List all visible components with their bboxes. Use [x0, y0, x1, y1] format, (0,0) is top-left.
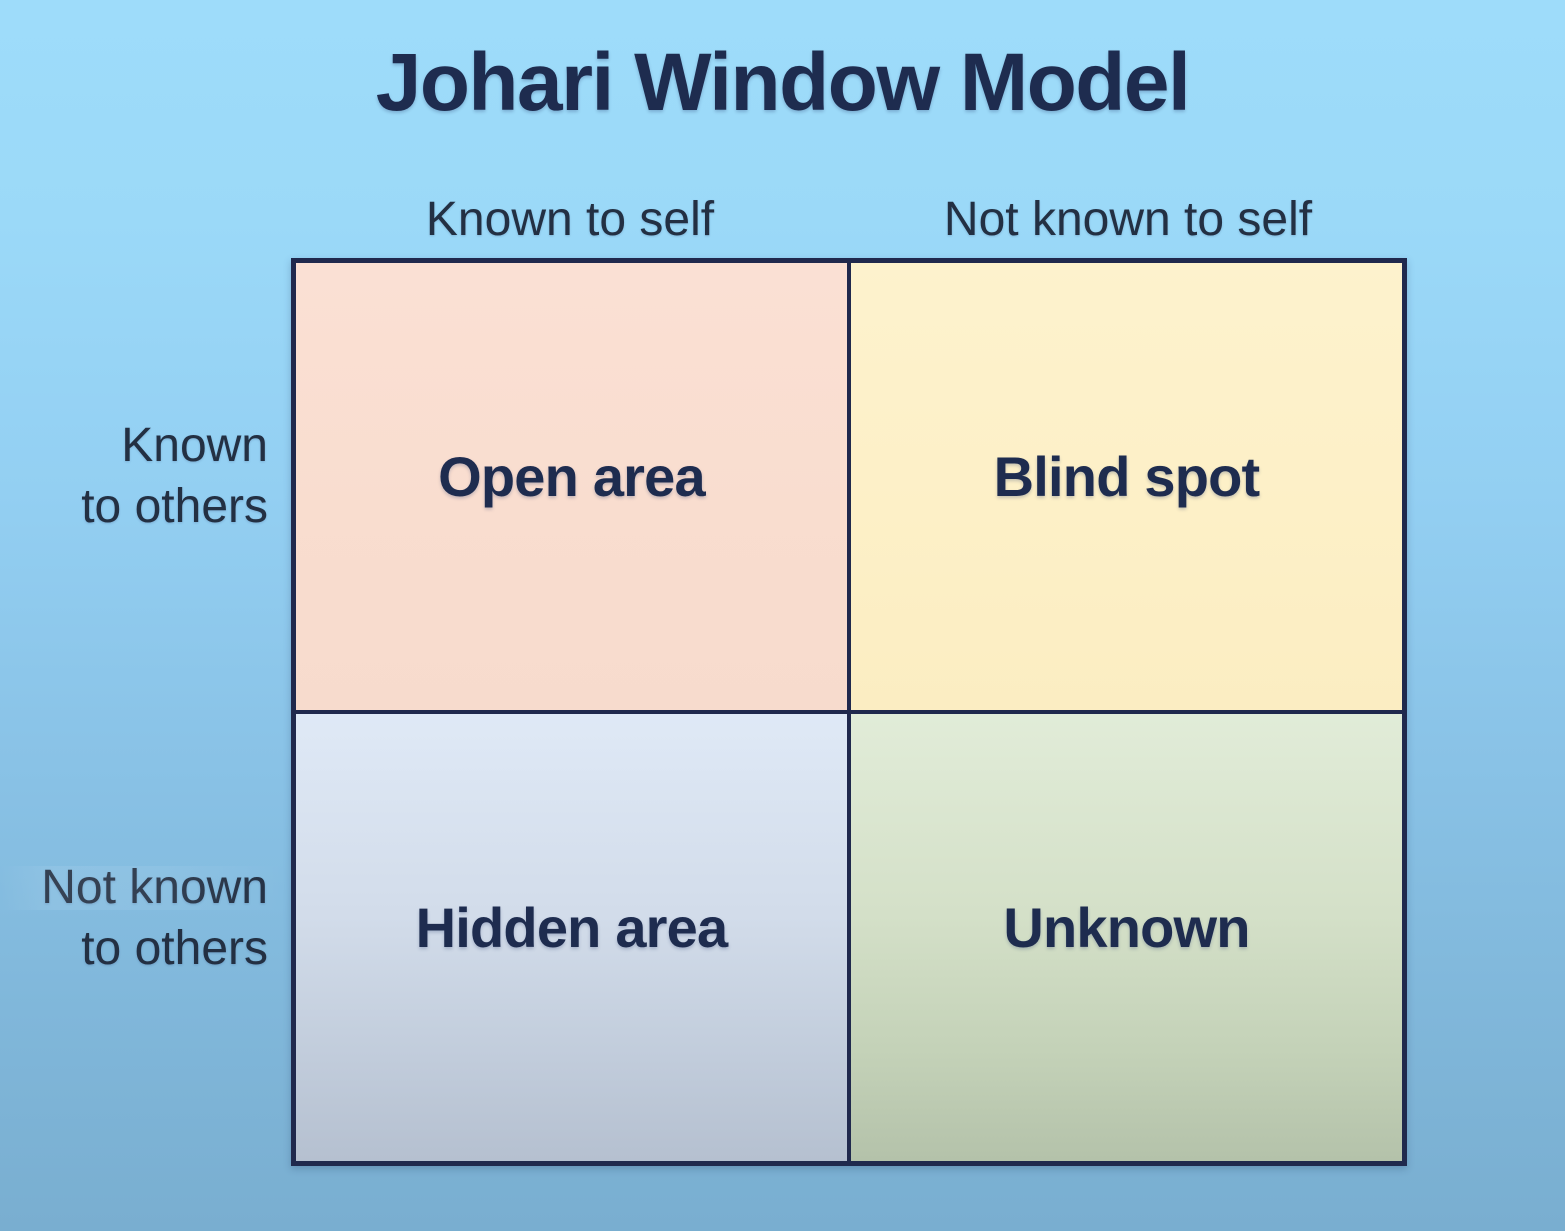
row-header-not-known-to-others: Not known to others: [0, 857, 268, 980]
row-header-known-to-others-line2: to others: [81, 480, 268, 534]
quadrant-hidden-area-label: Hidden area: [415, 896, 729, 959]
quadrant-unknown[interactable]: Unknown: [851, 714, 1402, 1161]
quadrant-unknown-label: Unknown: [1003, 896, 1250, 959]
quadrant-hidden-area[interactable]: Hidden area: [296, 714, 847, 1161]
page-title: Johari Window Model: [375, 37, 1191, 128]
quadrant-open-area[interactable]: Open area: [296, 263, 847, 710]
johari-window-grid: Open area Blind spot Hidden area Unknown: [291, 258, 1407, 1166]
column-header-known-to-self: Known to self: [425, 193, 715, 246]
row-header-known-to-others-line1: Known: [121, 419, 268, 472]
row-header-not-known-to-others-line2: to others: [81, 922, 268, 976]
quadrant-blind-spot[interactable]: Blind spot: [851, 263, 1402, 710]
quadrant-blind-spot-label: Blind spot: [993, 445, 1261, 508]
row-header-not-known-to-others-line1: Not known: [41, 861, 268, 914]
quadrant-open-area-label: Open area: [438, 445, 706, 508]
column-header-not-known-to-self: Not known to self: [943, 193, 1313, 246]
row-header-known-to-others: Known to others: [0, 415, 268, 538]
